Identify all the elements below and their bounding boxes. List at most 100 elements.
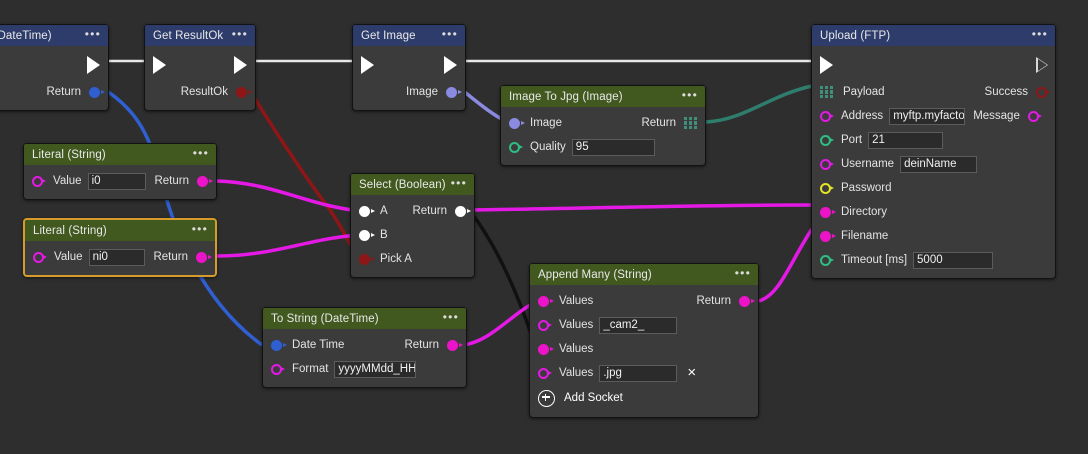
port-label-return: Return xyxy=(154,175,189,187)
output-port-image[interactable] xyxy=(446,86,462,98)
node-menu-icon[interactable]: ••• xyxy=(84,26,101,41)
node-select-boolean[interactable]: Select (Boolean) ••• A Return B Pick xyxy=(350,173,475,278)
node-menu-icon[interactable]: ••• xyxy=(441,26,458,41)
node-title: Literal (String) xyxy=(32,148,106,161)
input-port-quality[interactable] xyxy=(509,141,523,153)
output-port-return[interactable] xyxy=(447,339,463,351)
values-input-2[interactable]: _cam2_ xyxy=(599,316,678,334)
port-row-a: A Return xyxy=(351,199,474,223)
input-port-a[interactable] xyxy=(359,205,375,217)
input-port-b[interactable] xyxy=(359,229,375,241)
node-to-string-datetime[interactable]: To String (DateTime) ••• Date Time Retur… xyxy=(262,307,467,388)
node-append-many-string[interactable]: Append Many (String) ••• Values Return V… xyxy=(529,263,759,418)
port-label: Image xyxy=(406,86,438,98)
node-header[interactable]: Now (DateTime) ••• xyxy=(0,25,108,46)
value-input[interactable]: i0 xyxy=(87,172,147,190)
output-port-resultok[interactable] xyxy=(236,86,252,98)
username-input[interactable]: deinName xyxy=(900,155,978,173)
port-label: Timeout [ms] xyxy=(841,254,908,266)
node-menu-icon[interactable]: ••• xyxy=(191,221,208,236)
remove-socket-icon[interactable]: × xyxy=(687,364,697,381)
node-menu-icon[interactable]: ••• xyxy=(734,265,751,280)
node-get-resultok[interactable]: Get ResultOk ••• ResultOk xyxy=(144,24,256,111)
input-port-value[interactable] xyxy=(33,251,47,263)
node-header[interactable]: Get Image ••• xyxy=(353,25,465,46)
output-port-return-image-grid[interactable] xyxy=(684,116,697,130)
node-menu-icon[interactable]: ••• xyxy=(681,87,698,102)
node-header[interactable]: Upload (FTP) ••• xyxy=(812,25,1055,46)
port-input[interactable]: 21 xyxy=(868,131,944,149)
node-menu-icon[interactable]: ••• xyxy=(192,145,209,160)
node-header[interactable]: Select (Boolean) ••• xyxy=(351,174,474,195)
node-get-image[interactable]: Get Image ••• Image xyxy=(352,24,466,111)
input-port-timeout[interactable] xyxy=(820,254,834,266)
node-header[interactable]: Literal (String) ••• xyxy=(24,144,216,165)
port-label-return: Return xyxy=(153,251,188,263)
input-port-pick-a[interactable] xyxy=(359,253,375,265)
node-menu-icon[interactable]: ••• xyxy=(442,309,459,324)
output-port-return[interactable] xyxy=(455,205,471,217)
port-row-values-3: Values xyxy=(530,337,758,361)
node-menu-icon[interactable]: ••• xyxy=(231,26,248,41)
exec-in-icon[interactable] xyxy=(820,56,833,74)
port-label: Format xyxy=(292,363,329,375)
node-header[interactable]: To String (DateTime) ••• xyxy=(263,308,466,329)
exec-out-icon[interactable] xyxy=(234,56,247,74)
output-port-return[interactable] xyxy=(739,295,755,307)
exec-out-icon[interactable] xyxy=(87,56,100,74)
node-menu-icon[interactable]: ••• xyxy=(450,175,467,190)
output-port-return[interactable] xyxy=(197,175,213,187)
input-port-address[interactable] xyxy=(820,110,834,122)
node-image-to-jpg[interactable]: Image To Jpg (Image) ••• Image Return Qu… xyxy=(500,85,706,166)
node-now-datetime[interactable]: Now (DateTime) ••• Return xyxy=(0,24,109,111)
node-title: Select (Boolean) xyxy=(359,178,446,191)
node-literal-string-1[interactable]: Literal (String) ••• Value i0 Return xyxy=(23,143,217,200)
exec-in-icon[interactable] xyxy=(361,56,374,74)
input-port-filename[interactable] xyxy=(820,230,836,242)
port-row-b: B xyxy=(351,223,474,247)
node-header[interactable]: Image To Jpg (Image) ••• xyxy=(501,86,705,107)
node-literal-string-2[interactable]: Literal (String) ••• Value ni0 Return xyxy=(23,218,217,277)
port-label: Username xyxy=(841,158,895,170)
input-port-values-1[interactable] xyxy=(538,295,554,307)
input-port-value[interactable] xyxy=(32,175,46,187)
input-port-username[interactable] xyxy=(820,158,834,170)
output-port-return[interactable] xyxy=(196,251,212,263)
values-input-4[interactable]: .jpg xyxy=(599,364,678,382)
port-label-return: Return xyxy=(412,205,447,217)
input-port-format[interactable] xyxy=(271,363,285,375)
node-title: Now (DateTime) xyxy=(0,29,52,42)
input-port-values-4[interactable] xyxy=(538,367,552,379)
node-header[interactable]: Literal (String) ••• xyxy=(25,220,215,241)
quality-input[interactable]: 95 xyxy=(571,138,655,156)
exec-in-icon[interactable] xyxy=(153,56,166,74)
port-label: Values xyxy=(559,343,594,355)
input-port-values-3[interactable] xyxy=(538,343,554,355)
input-port-password[interactable] xyxy=(820,182,834,194)
input-port-values-2[interactable] xyxy=(538,319,552,331)
input-port-port[interactable] xyxy=(820,134,834,146)
node-menu-icon[interactable]: ••• xyxy=(1031,26,1048,41)
node-title: Get ResultOk xyxy=(153,29,224,42)
input-port-date-time[interactable] xyxy=(271,339,287,351)
input-port-image[interactable] xyxy=(509,117,525,129)
node-upload-ftp[interactable]: Upload (FTP) ••• Payload Success xyxy=(811,24,1056,279)
output-port-message[interactable] xyxy=(1027,110,1042,122)
input-port-directory[interactable] xyxy=(820,206,836,218)
input-port-payload-grid[interactable] xyxy=(820,85,833,99)
output-port-return[interactable] xyxy=(89,86,105,98)
timeout-input[interactable]: 5000 xyxy=(913,251,994,269)
exec-out-icon[interactable] xyxy=(444,56,457,74)
exec-out-icon[interactable] xyxy=(1036,56,1048,74)
output-port-success[interactable] xyxy=(1036,86,1050,98)
port-label: Value xyxy=(53,175,82,187)
value-input[interactable]: ni0 xyxy=(88,248,146,266)
node-header[interactable]: Append Many (String) ••• xyxy=(530,264,758,285)
address-input[interactable]: myftp.myfactor xyxy=(889,107,966,125)
port-label-message: Message xyxy=(973,110,1020,122)
add-socket-button[interactable]: Add Socket xyxy=(530,385,758,411)
format-input[interactable]: yyyyMMdd_HH xyxy=(334,360,417,378)
port-label: Payload xyxy=(843,86,885,98)
node-header[interactable]: Get ResultOk ••• xyxy=(145,25,255,46)
